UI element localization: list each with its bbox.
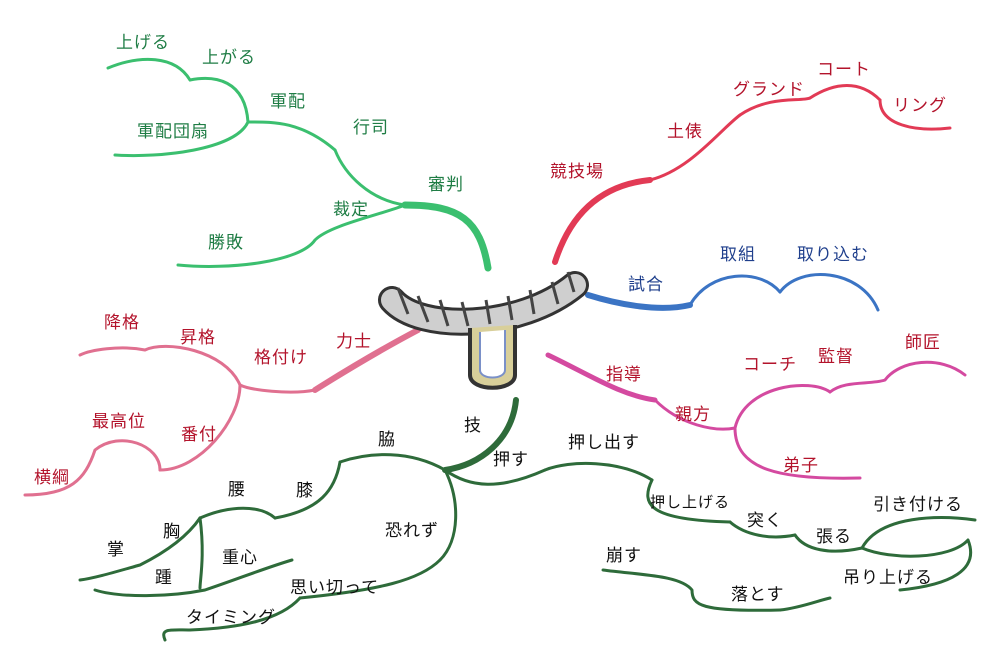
- node-promotion: 昇格: [180, 328, 216, 348]
- node-timing: タイミング: [186, 608, 276, 628]
- node-kuzusu: 崩す: [606, 546, 642, 566]
- technique-branch-lines: [78, 397, 977, 642]
- node-agaru: 上がる: [202, 48, 256, 68]
- node-yokozuna: 横綱: [34, 468, 70, 488]
- venue-branch-lines: [552, 84, 952, 265]
- node-oshidasu: 押し出す: [568, 433, 640, 453]
- node-torikomu: 取り込む: [797, 245, 869, 265]
- node-oshiageru: 押し上げる: [650, 493, 731, 511]
- node-ruling: 裁定: [333, 200, 369, 220]
- node-osu: 押す: [493, 450, 529, 470]
- node-fearless: 恐れず: [385, 521, 439, 541]
- tsuna-rope-icon: [378, 271, 589, 390]
- node-rikishi-root: 力士: [336, 332, 372, 352]
- node-waki: 脇: [378, 430, 396, 450]
- node-technique-root: 技: [464, 416, 482, 436]
- node-dohyo: 土俵: [667, 122, 703, 142]
- node-center-of-gravity: 重心: [222, 548, 258, 568]
- referee-branch-lines: [106, 57, 492, 272]
- node-win-loss: 勝敗: [208, 233, 244, 253]
- node-tenohira: 掌: [107, 540, 125, 560]
- node-boldly: 思い切って: [290, 578, 380, 598]
- node-coach: コーチ: [743, 355, 797, 375]
- node-match-root: 試合: [628, 275, 664, 295]
- node-ground: グランド: [733, 80, 805, 100]
- node-deshi: 弟子: [783, 456, 819, 476]
- node-haru: 張る: [816, 527, 852, 547]
- node-coach-root: 指導: [606, 365, 642, 385]
- node-tsuriageru: 吊り上げる: [843, 568, 933, 588]
- node-highest-rank: 最高位: [92, 412, 146, 432]
- node-kakato: 踵: [155, 568, 173, 588]
- match-branch-lines: [585, 273, 880, 312]
- node-banzuke: 番付: [181, 425, 217, 445]
- node-referee-root: 審判: [428, 175, 464, 195]
- rikishi-branch-lines: [23, 327, 421, 497]
- node-tsuku: 突く: [747, 511, 783, 531]
- node-gunbai: 軍配: [270, 92, 306, 112]
- node-gyoji: 行司: [353, 118, 389, 138]
- node-ring: リング: [893, 96, 947, 116]
- coach-branch-lines: [545, 352, 967, 480]
- node-venue-root: 競技場: [550, 162, 604, 182]
- node-gunbai-uchiwa: 軍配団扇: [137, 122, 209, 142]
- node-koshi: 腰: [228, 480, 246, 500]
- node-demotion: 降格: [104, 313, 140, 333]
- node-manager: 監督: [818, 347, 854, 367]
- node-oyakata: 親方: [675, 405, 711, 425]
- node-mune: 胸: [163, 522, 181, 542]
- node-hikitsukeru: 引き付ける: [873, 495, 963, 515]
- node-shisho: 師匠: [905, 333, 941, 353]
- node-ageru: 上げる: [116, 33, 170, 53]
- node-court: コート: [817, 60, 871, 80]
- node-otosu: 落とす: [731, 585, 785, 605]
- node-rating: 格付け: [254, 348, 308, 368]
- node-hiza: 膝: [296, 481, 314, 501]
- node-torikumi: 取組: [720, 245, 756, 265]
